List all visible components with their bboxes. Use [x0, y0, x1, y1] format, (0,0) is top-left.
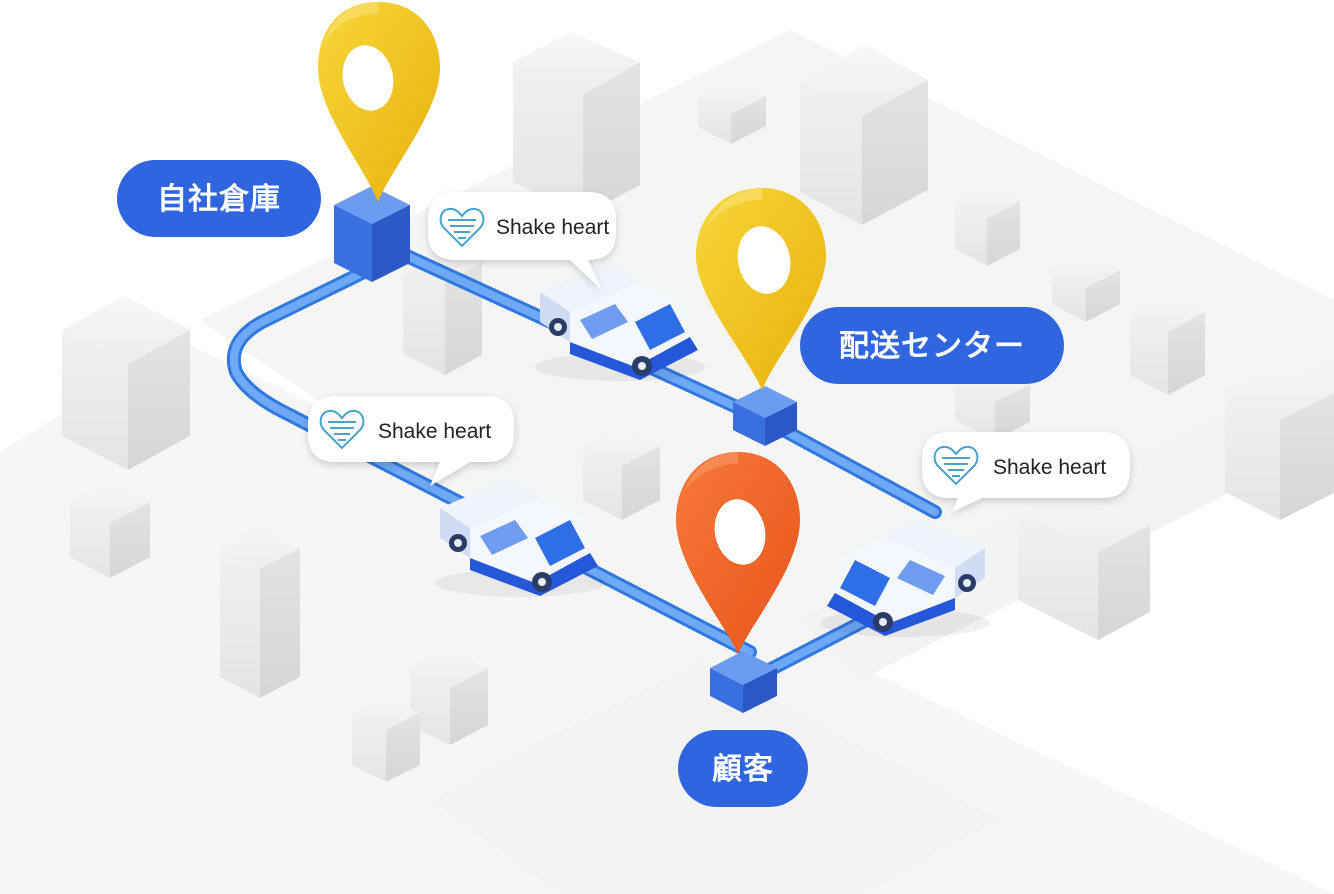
brand-name: Shake heart [993, 456, 1106, 479]
heart-stripes-logo [439, 207, 485, 248]
label-distribution-center-text: 配送センター [839, 329, 1025, 364]
buildings [62, 32, 1334, 782]
map-pin-icon [318, 2, 440, 202]
label-warehouse-text: 自社倉庫 [157, 182, 281, 217]
label-distribution-center: 配送センター [800, 307, 1064, 384]
building-left-tall [220, 522, 300, 698]
delivery-van-icon [820, 518, 990, 637]
delivery-van-icon [435, 478, 605, 597]
label-warehouse: 自社倉庫 [117, 160, 321, 237]
building-top-center [513, 32, 640, 215]
node-warehouse [334, 186, 410, 282]
roads [0, 30, 1334, 894]
building-left-big [62, 296, 190, 470]
brand-bubble: Shake heart [308, 396, 514, 486]
building-top-right [800, 45, 928, 225]
heart-stripes-logo [319, 409, 365, 450]
brand-bubble: Shake heart [428, 192, 616, 290]
label-customer: 顧客 [678, 730, 808, 807]
delivery-van-icon [535, 262, 705, 381]
building-right-small-1 [955, 184, 1020, 266]
building-right-small-2 [1052, 252, 1120, 322]
building-right-mid [1130, 293, 1205, 395]
brand-name: Shake heart [378, 420, 491, 443]
heart-stripes-logo [933, 445, 979, 486]
building-bottom-left-1 [410, 648, 488, 745]
building-center-small [583, 427, 660, 520]
node-customer [710, 651, 777, 713]
building-bottom-left-2 [352, 696, 420, 782]
building-right-lower [1018, 488, 1150, 640]
label-customer-text: 顧客 [712, 752, 774, 787]
map-pin-icon [696, 188, 826, 390]
brand-bubble: Shake heart [922, 432, 1130, 512]
building-right-edge [1225, 365, 1334, 520]
brand-name: Shake heart [496, 216, 609, 239]
building-left-small [70, 481, 150, 578]
node-distribution-center [733, 386, 797, 446]
building-small-top [698, 79, 766, 144]
map-pin-icon [676, 452, 800, 654]
